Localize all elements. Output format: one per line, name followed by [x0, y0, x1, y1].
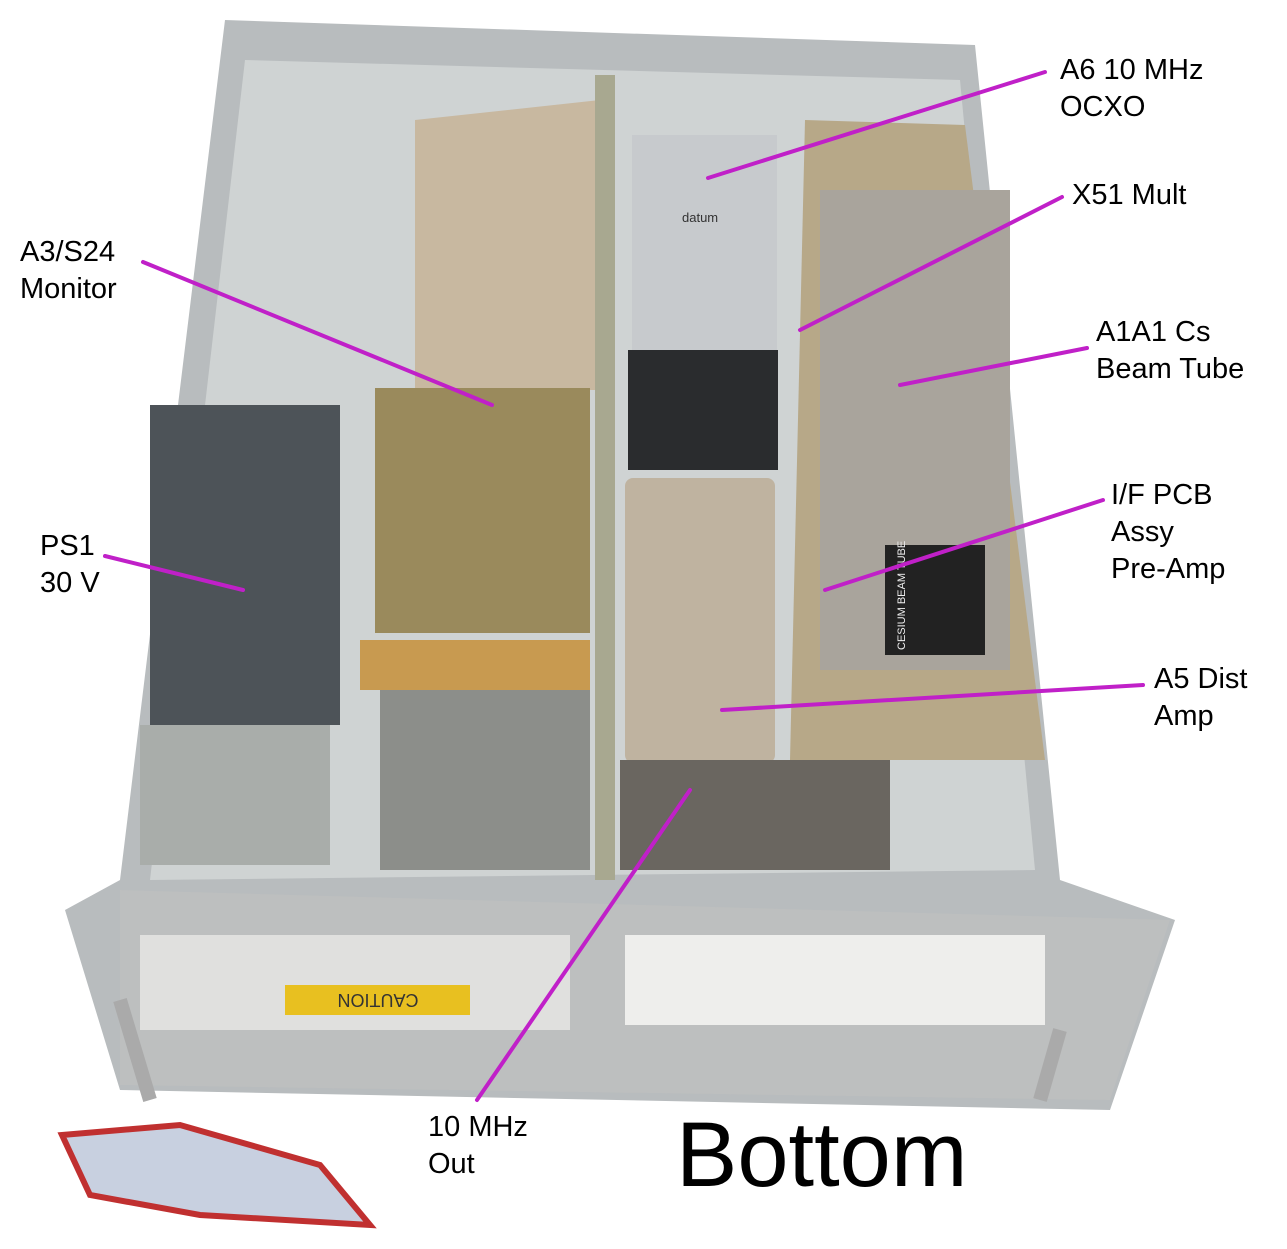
label-line: Pre-Amp: [1111, 553, 1226, 585]
label-ps1: PS1 30 V: [40, 528, 100, 602]
label-line: A1A1 Cs: [1096, 316, 1211, 348]
label-x51-mult: X51 Mult: [1072, 177, 1186, 214]
a3-connectors: [360, 640, 590, 690]
label-line: PS1: [40, 530, 95, 562]
callout-line-out: [475, 788, 692, 1102]
callout-line-a5: [720, 683, 1145, 712]
right-handle: [1033, 1028, 1067, 1102]
label-line: Out: [428, 1148, 475, 1180]
label-line: Amp: [1154, 700, 1214, 732]
center-divider: [595, 75, 615, 880]
a5-module: [625, 478, 775, 763]
label-line: Beam Tube: [1096, 353, 1245, 385]
a3-shield: [415, 100, 600, 390]
label-line: A5 Dist: [1154, 663, 1248, 695]
a3-pcb: [375, 388, 590, 633]
left-handle: [113, 997, 157, 1103]
callout-line-x51: [798, 195, 1064, 332]
front-panel-left-recess: [140, 935, 570, 1030]
callout-line-a1a1: [898, 346, 1089, 387]
callout-line-a6: [706, 70, 1047, 180]
label-line: 10 MHz: [428, 1111, 528, 1143]
label-line: 30 V: [40, 567, 100, 599]
ocxo-brand: datum: [682, 210, 718, 225]
wiring-area: [380, 690, 590, 870]
label-line: OCXO: [1060, 91, 1146, 123]
label-line: X51 Mult: [1072, 179, 1187, 211]
callout-line-a3: [141, 260, 494, 407]
label-line: I/F PCB: [1111, 479, 1213, 511]
callout-line-ifpcb: [823, 498, 1105, 592]
label-line: Monitor: [20, 273, 117, 305]
ps1-module: [150, 405, 340, 725]
callout-line-ps1: [103, 554, 245, 592]
label-line: A6 10 MHz: [1060, 54, 1204, 86]
ocxo-base: [628, 350, 778, 470]
label-line: Assy: [1111, 516, 1174, 548]
caution-label: [285, 985, 470, 1015]
caution-text: CAUTION: [338, 990, 419, 1010]
ocxo-module: [632, 135, 777, 350]
view-title: Bottom: [676, 1104, 968, 1206]
label-a1a1-beam-tube: A1A1 Cs Beam Tube: [1096, 314, 1244, 388]
front-panel-right-recess: [625, 935, 1045, 1025]
tube-label: CESIUM BEAM TUBE: [896, 541, 908, 650]
tag: [57, 1121, 377, 1229]
a5-bottom: [620, 760, 890, 870]
ps1-bracket: [140, 725, 330, 865]
label-line: A3/S24: [20, 236, 116, 268]
